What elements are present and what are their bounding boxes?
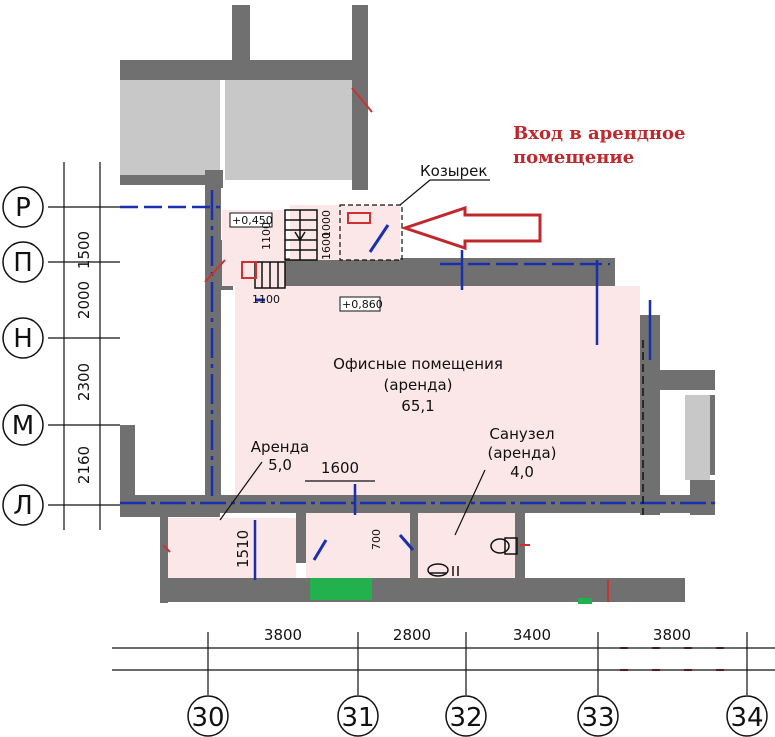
row-axis-P: П	[13, 248, 33, 278]
green-marker	[310, 578, 372, 600]
row-dim-1: 1500	[75, 231, 93, 269]
doors	[255, 224, 415, 561]
row-dim-4: 2160	[75, 446, 93, 484]
wc-area: 4,0	[510, 463, 534, 481]
annotation-line-1: Вход в арендное	[513, 123, 686, 144]
rent-area: 5,0	[268, 456, 292, 474]
dim-1100-h: 1100	[252, 293, 280, 306]
level-box-top	[229, 212, 273, 228]
col-axis-markers	[187, 695, 768, 737]
stairs	[254, 209, 318, 289]
wc-leader	[454, 469, 486, 536]
col-dim-3: 3400	[513, 626, 551, 644]
upper-building	[120, 5, 368, 190]
rent-leader	[219, 461, 263, 521]
row-axis-N: Н	[13, 324, 33, 354]
level-box-bottom	[339, 296, 381, 312]
axis-lines	[120, 190, 715, 580]
room-fills	[168, 205, 640, 578]
col-dim-2: 2800	[393, 626, 431, 644]
col-dim-4: 3800	[653, 626, 691, 644]
wc-name: Санузел	[489, 425, 554, 443]
canopy-outline	[339, 204, 403, 261]
dim-1600-door: 1600	[320, 232, 333, 260]
office-name: Офисные помещения	[333, 355, 503, 373]
dim-1100-v: 1100	[260, 222, 273, 250]
dim-1000-door: 1000	[320, 210, 333, 238]
row-axis-L: Л	[13, 491, 33, 521]
level-bottom: +0,860	[342, 298, 383, 311]
row-dim-2: 2000	[75, 281, 93, 319]
row-axis-R: Р	[15, 193, 31, 223]
wc-status: (аренда)	[487, 444, 556, 462]
col-axis-31: 31	[341, 703, 374, 733]
dim-1510: 1510	[234, 530, 252, 568]
row-dimension-chain	[48, 162, 120, 530]
dim-1600: 1600	[321, 459, 359, 477]
green-marker-small	[578, 598, 592, 604]
row-dim-3: 2300	[75, 363, 93, 401]
wc-fixtures	[427, 537, 518, 577]
rent-name: Аренда	[251, 438, 309, 456]
col-dim-1: 3800	[264, 626, 302, 644]
col-axis-32: 32	[449, 703, 482, 733]
row-axis-markers	[2, 186, 44, 526]
col-axis-30: 30	[191, 703, 224, 733]
col-axis-34: 34	[730, 703, 763, 733]
canopy-label: Козырек	[420, 162, 487, 180]
office-status: (аренда)	[383, 376, 452, 394]
red-marks	[162, 87, 730, 671]
canopy-leader	[399, 179, 431, 206]
dim-700: 700	[370, 529, 383, 550]
row-axis-M: М	[12, 411, 34, 441]
col-axis-33: 33	[581, 703, 614, 733]
annotation-line-2: помещение	[513, 147, 634, 168]
right-grey-block	[685, 395, 710, 480]
col-dimension-chain	[112, 632, 775, 695]
level-top: +0,450	[232, 214, 273, 227]
entrance-arrow	[400, 205, 542, 251]
office-area: 65,1	[401, 397, 434, 415]
